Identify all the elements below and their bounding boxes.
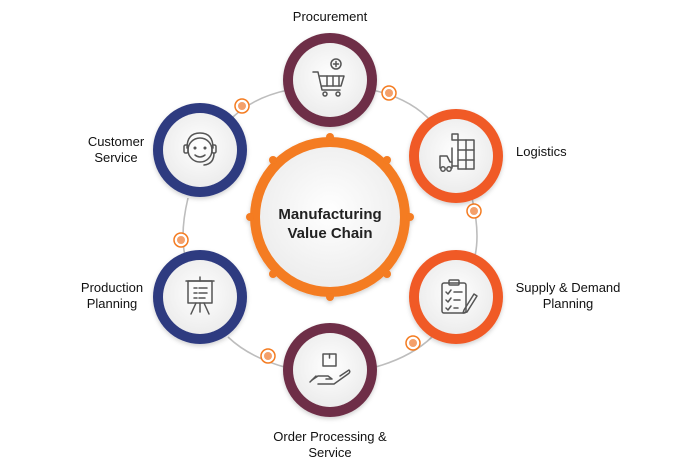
connector-dot [260, 348, 276, 364]
label-supply-demand: Supply & Demand Planning [508, 280, 628, 312]
arc-procurement-logistics [371, 89, 433, 123]
center-hub [246, 133, 414, 301]
node-production-planning [153, 250, 247, 344]
label-procurement: Procurement [290, 9, 370, 25]
connector-dot [234, 98, 250, 114]
hand-package-icon [309, 353, 351, 385]
label-supply-demand-line2: Planning [542, 296, 594, 311]
center-title-line1: Manufacturing [278, 206, 382, 223]
label-customer-service-line1: Customer [87, 134, 145, 149]
label-production-planning: Production Planning [72, 280, 152, 312]
connector-dots [173, 85, 482, 364]
arc-order-production [227, 336, 289, 369]
label-order-processing: Order Processing & Service [262, 429, 398, 461]
presentation-board-icon [185, 276, 215, 315]
node-order-processing [283, 323, 377, 417]
label-production-planning-line2: Planning [86, 296, 138, 311]
connector-dot [173, 232, 189, 248]
node-customer-service [153, 103, 247, 197]
forklift-warehouse-icon [439, 133, 475, 172]
label-order-processing-line1: Order Processing & [273, 429, 387, 444]
shopping-cart-icon [312, 58, 345, 97]
center-title: Manufacturing Value Chain [260, 205, 400, 243]
arc-supply-order [371, 336, 433, 369]
label-logistics: Logistics [516, 144, 567, 160]
label-customer-service: Customer Service [76, 134, 156, 166]
connector-dot [405, 335, 421, 351]
node-procurement [283, 33, 377, 127]
connector-dot [381, 85, 397, 101]
label-customer-service-line2: Service [94, 150, 138, 165]
label-production-planning-line1: Production [80, 280, 144, 295]
headset-agent-icon [183, 132, 217, 166]
label-order-processing-line2: Service [308, 445, 352, 460]
label-logistics-line1: Logistics [516, 144, 567, 159]
label-procurement-line1: Procurement [292, 9, 368, 24]
node-logistics [409, 109, 503, 203]
center-title-line2: Value Chain [287, 225, 373, 242]
label-supply-demand-line1: Supply & Demand [515, 280, 621, 295]
node-supply-demand [409, 250, 503, 344]
connector-dot [466, 203, 482, 219]
clipboard-checklist-icon [441, 279, 478, 314]
